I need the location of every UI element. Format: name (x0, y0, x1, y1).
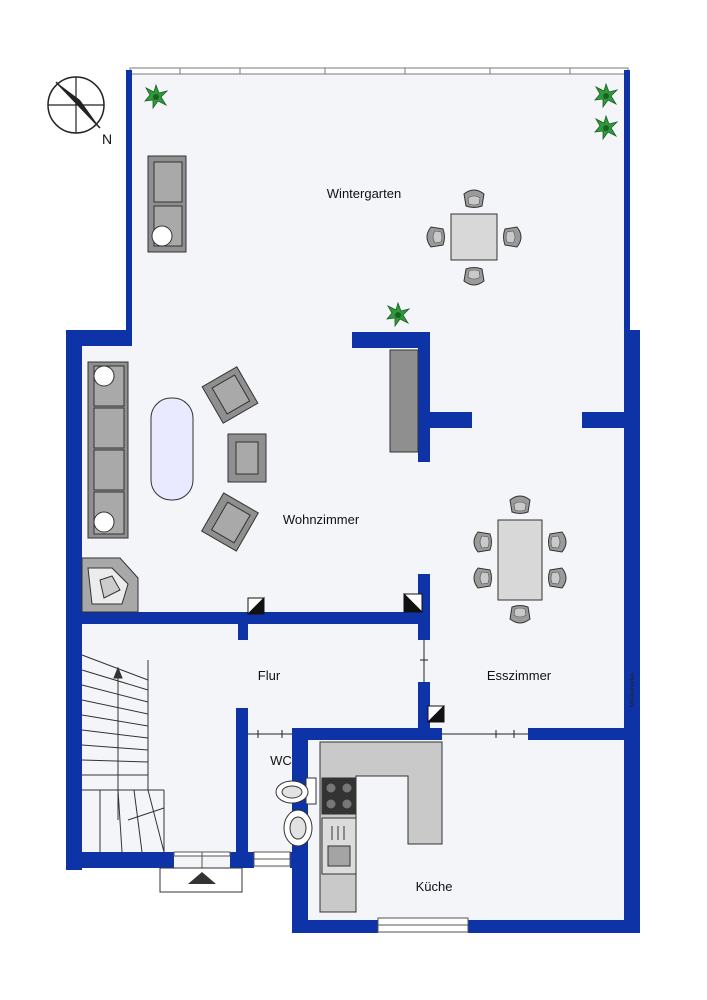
room-label-esszimmer: Esszimmer (487, 668, 552, 683)
room-label-wintergarten: Wintergarten (327, 186, 401, 201)
walls (66, 70, 640, 933)
wintergarten-dining-set (426, 189, 522, 286)
room-label-wohnzimmer: Wohnzimmer (283, 512, 360, 527)
room-label-wc: WC (270, 753, 292, 768)
wintergarten-glass-wall (129, 67, 629, 75)
kitchen-counters (319, 741, 443, 913)
armchairs (200, 366, 267, 552)
entrance-door (159, 851, 243, 893)
door-marks (248, 640, 528, 738)
room-label-kueche: Küche (416, 879, 453, 894)
credit-label: McGrundriss (630, 673, 636, 707)
north-compass (47, 76, 105, 134)
coffee-table (150, 397, 194, 501)
windows (253, 851, 469, 933)
north-label: N (102, 131, 112, 147)
fireplace (81, 557, 139, 613)
dining-table-set (473, 495, 567, 624)
floor-areas (66, 70, 640, 933)
room-label-flur: Flur (258, 668, 281, 683)
wintergarten-sofa (147, 155, 187, 253)
staircase (81, 654, 165, 853)
sideboard (389, 349, 419, 453)
living-sofa (87, 361, 129, 539)
wc-fixtures (275, 777, 317, 847)
chimney-markers (246, 592, 445, 723)
